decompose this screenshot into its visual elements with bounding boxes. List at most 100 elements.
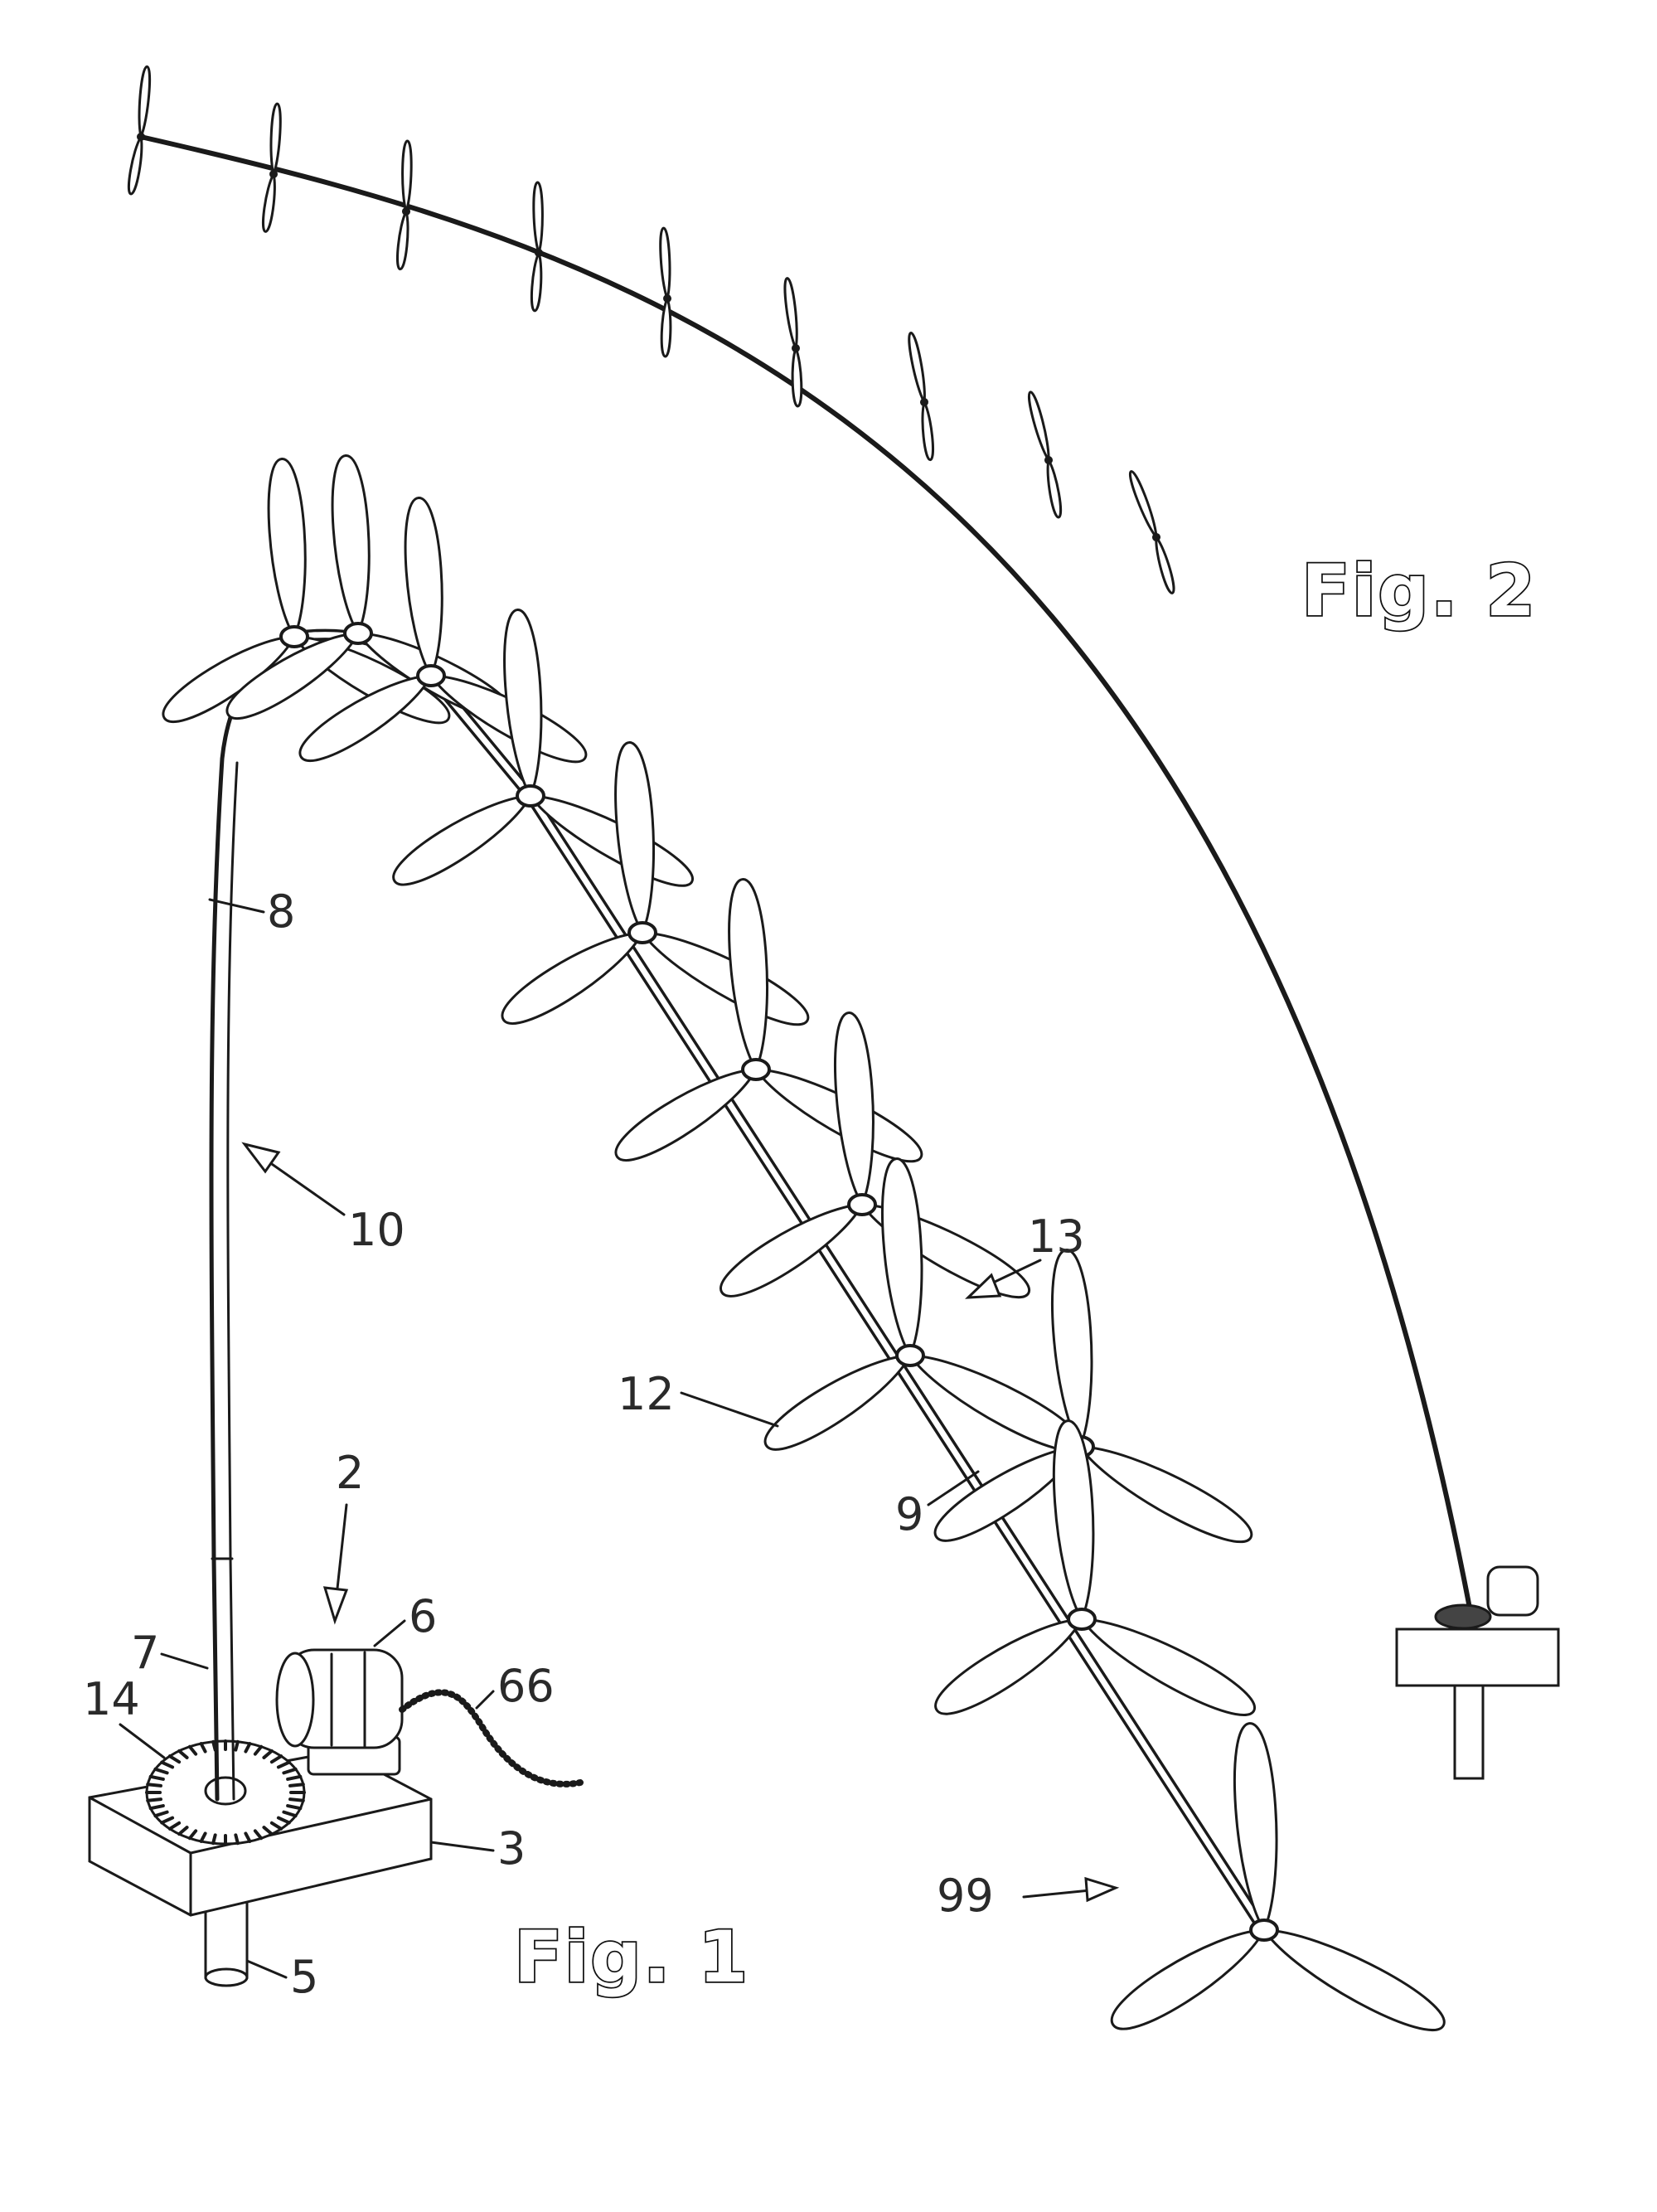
rotor-4-blade-2 [528, 794, 694, 887]
rotor-2-hub [343, 622, 373, 645]
tower-shaft-7-8 [209, 636, 297, 1802]
fig1-rotors [162, 454, 1446, 2031]
rotor-7-hub [847, 1193, 877, 1216]
fig2-gear [1434, 1603, 1492, 1630]
rotor-9-blade-1 [1051, 1249, 1093, 1450]
gear-tooth [167, 1821, 182, 1831]
gear-tooth [269, 1821, 283, 1831]
fig2-rotor-8 [1028, 390, 1063, 519]
fig2-rotor-5-blade-up [659, 226, 671, 303]
fig2-rotor-2-blade-down [262, 170, 276, 233]
fig2-rotor-3 [396, 139, 413, 271]
rotor-10-blade-3 [934, 1618, 1084, 1715]
ref-6: 6 [409, 1590, 437, 1642]
ref-99: 99 [937, 1870, 994, 1922]
rotor-2-blade-3 [225, 632, 361, 720]
rotor-8 [763, 1157, 1083, 1453]
fig1-base [88, 1648, 584, 1987]
fig1-assembly: Fig. 1 [88, 454, 1446, 2031]
gear-tooth [148, 1774, 165, 1781]
fig2-arc-shaft [138, 134, 1474, 1619]
gear-tooth [244, 1831, 252, 1843]
rotor-10-blade-1 [1052, 1419, 1095, 1623]
rotor-7-blade-3 [719, 1203, 865, 1298]
ref-8: 8 [267, 885, 295, 938]
rotor-8-hub [895, 1344, 925, 1367]
fig2-rotor-5 [659, 226, 672, 358]
gear-tooth [286, 1804, 303, 1811]
gear-tooth [276, 1760, 291, 1769]
fig2-rotor-8-hub [1044, 456, 1053, 464]
rotor-6 [614, 878, 923, 1163]
gear-tooth [234, 1739, 240, 1752]
fig2-rotor-6-hub [792, 344, 800, 352]
rotor-5-blade-2 [640, 931, 810, 1026]
fig2-base [1395, 1565, 1560, 1780]
rotor-11 [1110, 1722, 1446, 2031]
main-shaft-9 [288, 628, 1270, 1936]
rotor-5-blade-3 [501, 931, 645, 1025]
motor-face [275, 1652, 315, 1748]
rotor-3-blade-3 [298, 674, 434, 763]
main-shaft-inner [291, 632, 1267, 1933]
gear-tooth [282, 1767, 298, 1775]
ref-2: 2 [336, 1447, 364, 1499]
gear-tooth [269, 1754, 283, 1764]
rotor-1-blade-1 [267, 458, 307, 640]
ref-10: 10 [348, 1204, 405, 1256]
rotor-4-blade-1 [503, 609, 543, 799]
gear-tooth [167, 1754, 182, 1764]
gear-tooth [146, 1797, 162, 1802]
gear-tooth [244, 1742, 252, 1754]
rotor-3-blade-1 [404, 497, 443, 679]
power-cable-66 [399, 1689, 584, 1788]
fig1-label: Fig. 1 [514, 1916, 749, 1999]
reference-numerals: 8 10 2 7 6 14 66 3 5 13 12 [83, 885, 1120, 2003]
gear-tooth [148, 1804, 165, 1811]
gear-tooth [262, 1749, 274, 1759]
ref-7: 7 [131, 1627, 159, 1679]
gear-tooth [262, 1826, 274, 1836]
ref-13: 13 [1028, 1210, 1085, 1263]
fig2-rotor-4-hub [535, 249, 543, 257]
gear-tooth [187, 1829, 198, 1841]
ref-66: 66 [497, 1660, 555, 1712]
fig2-base-block [1395, 1627, 1560, 1687]
rotor-9-blade-2 [1078, 1445, 1253, 1544]
fig2-rotor-4 [530, 181, 544, 313]
rotor-6-blade-3 [614, 1068, 758, 1162]
rotor-10 [934, 1419, 1256, 1716]
fig2-rotor-9-blade-up [1128, 470, 1158, 541]
gear-tooth [211, 1833, 217, 1846]
gear-tooth [288, 1797, 305, 1802]
rotor-10-blade-2 [1079, 1618, 1256, 1716]
fig2-rotor-1 [127, 65, 152, 196]
fig2-rotors [127, 65, 1175, 594]
fig2-rotor-8-blade-down [1046, 457, 1063, 519]
gear-tooth [199, 1742, 207, 1754]
fig2-rotor-4-blade-up [532, 181, 544, 257]
gear-tooth [146, 1783, 162, 1788]
fig2-rotor-4-blade-down [530, 249, 543, 313]
fig2-rotor-7-blade-down [921, 398, 934, 462]
fig2-rotor-8-blade-up [1028, 390, 1050, 464]
ref-3: 3 [497, 1822, 526, 1875]
fig2-rotor-6-blade-up [783, 277, 798, 352]
rotor-7-blade-1 [834, 1011, 875, 1208]
gear-14 [145, 1739, 306, 1846]
fig2-rotor-6 [783, 277, 803, 408]
ref-12: 12 [618, 1368, 675, 1420]
gear-tooth [253, 1744, 264, 1756]
fig2-rotor-9-blade-down [1155, 534, 1175, 594]
rotor-5-blade-1 [614, 741, 655, 936]
gear-tooth [153, 1767, 169, 1775]
gear-hub [204, 1776, 247, 1806]
rotor-11-blade-3 [1110, 1928, 1267, 2030]
rotor-6-hub [741, 1058, 771, 1081]
fig2-rotor-6-blade-down [791, 344, 803, 408]
fig2-rotor-2-blade-up [269, 102, 282, 178]
gear-tooth [187, 1744, 198, 1756]
base-post-bottom [204, 1967, 249, 1987]
rotor-8-blade-3 [763, 1354, 913, 1451]
